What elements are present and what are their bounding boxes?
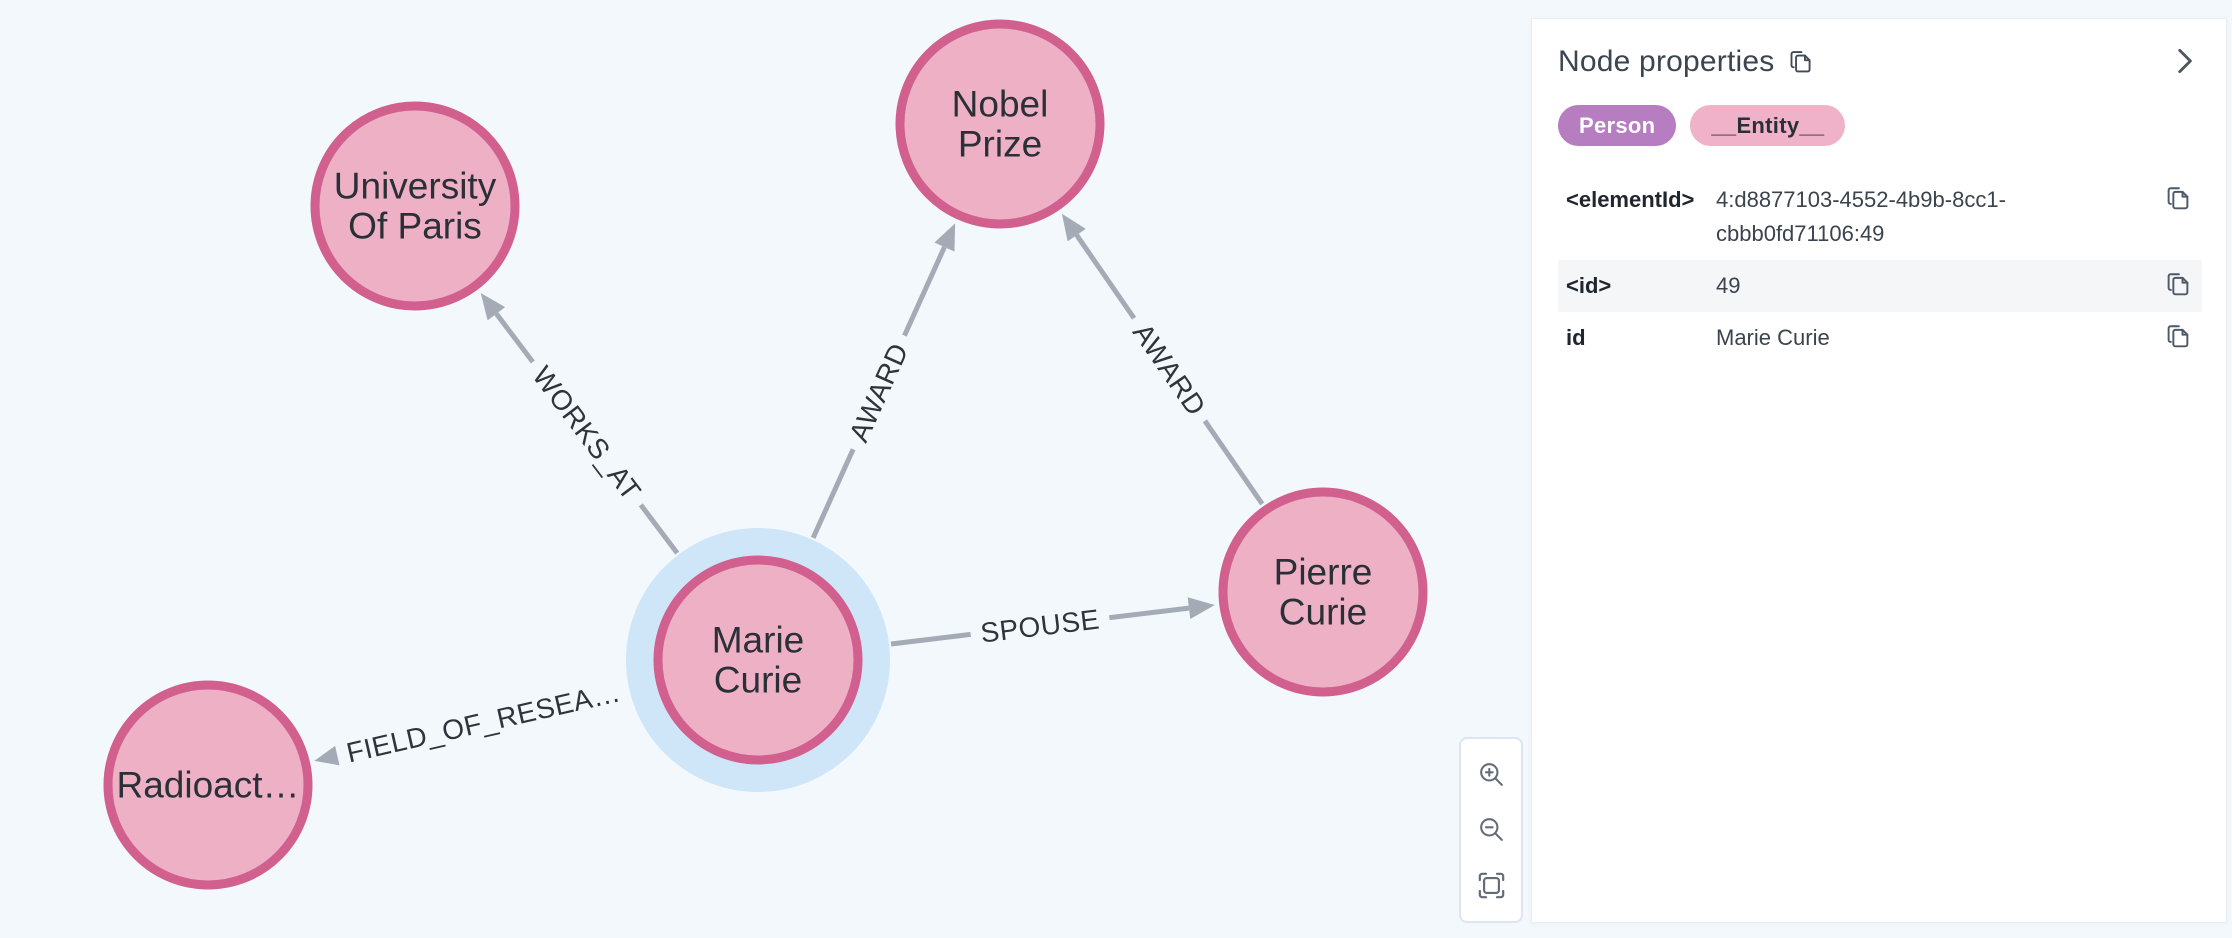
svg-text:AWARD: AWARD	[1127, 318, 1212, 422]
copy-icon	[1791, 51, 1811, 73]
zoom-in-button[interactable]	[1470, 754, 1512, 796]
property-key: id	[1566, 325, 1586, 350]
property-value: 4:d8877103-4552-4b9b-8cc1-cbbb0fd71106:4…	[1716, 187, 2006, 246]
node-circle	[895, 19, 1105, 229]
edge-arrowhead	[314, 744, 343, 766]
collapse-panel-button[interactable]	[2164, 41, 2204, 81]
zoom-out-button[interactable]	[1470, 809, 1512, 851]
copy-all-properties-button[interactable]	[1788, 48, 1816, 76]
property-value: Marie Curie	[1716, 325, 1830, 350]
node-label-badges: Person __Entity__	[1558, 105, 2202, 146]
node-circle	[310, 101, 520, 311]
property-row-id: id Marie Curie	[1558, 312, 2202, 364]
node-circle	[653, 555, 863, 765]
node-circle	[103, 680, 313, 890]
property-row-id-internal: <id> 49	[1558, 260, 2202, 312]
edge-arrowhead	[1187, 597, 1215, 620]
edge-label: FIELD_OF_RESEA…	[332, 670, 634, 775]
properties-table: <elementId> 4:d8877103-4552-4b9b-8cc1-cb…	[1558, 174, 2202, 364]
fit-to-screen-button[interactable]	[1470, 864, 1512, 906]
chevron-right-icon	[2178, 48, 2192, 74]
edge-label: SPOUSE	[968, 598, 1112, 654]
zoom-toolbar	[1459, 737, 1523, 923]
node-properties-panel: Node properties Person __Entity__ <eleme…	[1531, 18, 2227, 923]
property-row-elementid: <elementId> 4:d8877103-4552-4b9b-8cc1-cb…	[1558, 174, 2202, 260]
property-key: <id>	[1566, 273, 1612, 298]
copy-property-button[interactable]	[2165, 184, 2194, 213]
property-value: 49	[1716, 273, 1741, 298]
zoom-in-icon	[1479, 763, 1503, 787]
svg-text:FIELD_OF_RESEA…: FIELD_OF_RESEA…	[344, 676, 624, 768]
edge-label: AWARD	[1117, 307, 1221, 432]
edge-arrowhead	[1061, 213, 1086, 242]
edge-label: WORKS_AT	[517, 350, 657, 517]
edge-arrowhead	[934, 223, 956, 252]
node-label: Radioact…	[116, 765, 299, 806]
fit-to-screen-icon	[1478, 872, 1504, 899]
copy-icon	[2167, 325, 2189, 348]
edge-arrowhead	[480, 292, 506, 321]
copy-property-button[interactable]	[2165, 322, 2194, 351]
node-label-badge-entity[interactable]: __Entity__	[1690, 105, 1846, 146]
node-label-badge-person[interactable]: Person	[1558, 105, 1677, 146]
zoom-out-icon	[1479, 818, 1503, 842]
graph-node-radioactivity[interactable]: Radioact…	[103, 680, 313, 890]
node-circle	[1218, 487, 1428, 697]
copy-icon	[2167, 187, 2189, 210]
svg-text:WORKS_AT: WORKS_AT	[526, 361, 647, 507]
property-key: <elementId>	[1566, 187, 1695, 212]
panel-header: Node properties	[1558, 45, 2202, 79]
copy-property-button[interactable]	[2165, 270, 2194, 299]
edge-label: AWARD	[835, 327, 923, 458]
panel-title: Node properties	[1558, 45, 1775, 78]
copy-icon	[2167, 273, 2189, 296]
